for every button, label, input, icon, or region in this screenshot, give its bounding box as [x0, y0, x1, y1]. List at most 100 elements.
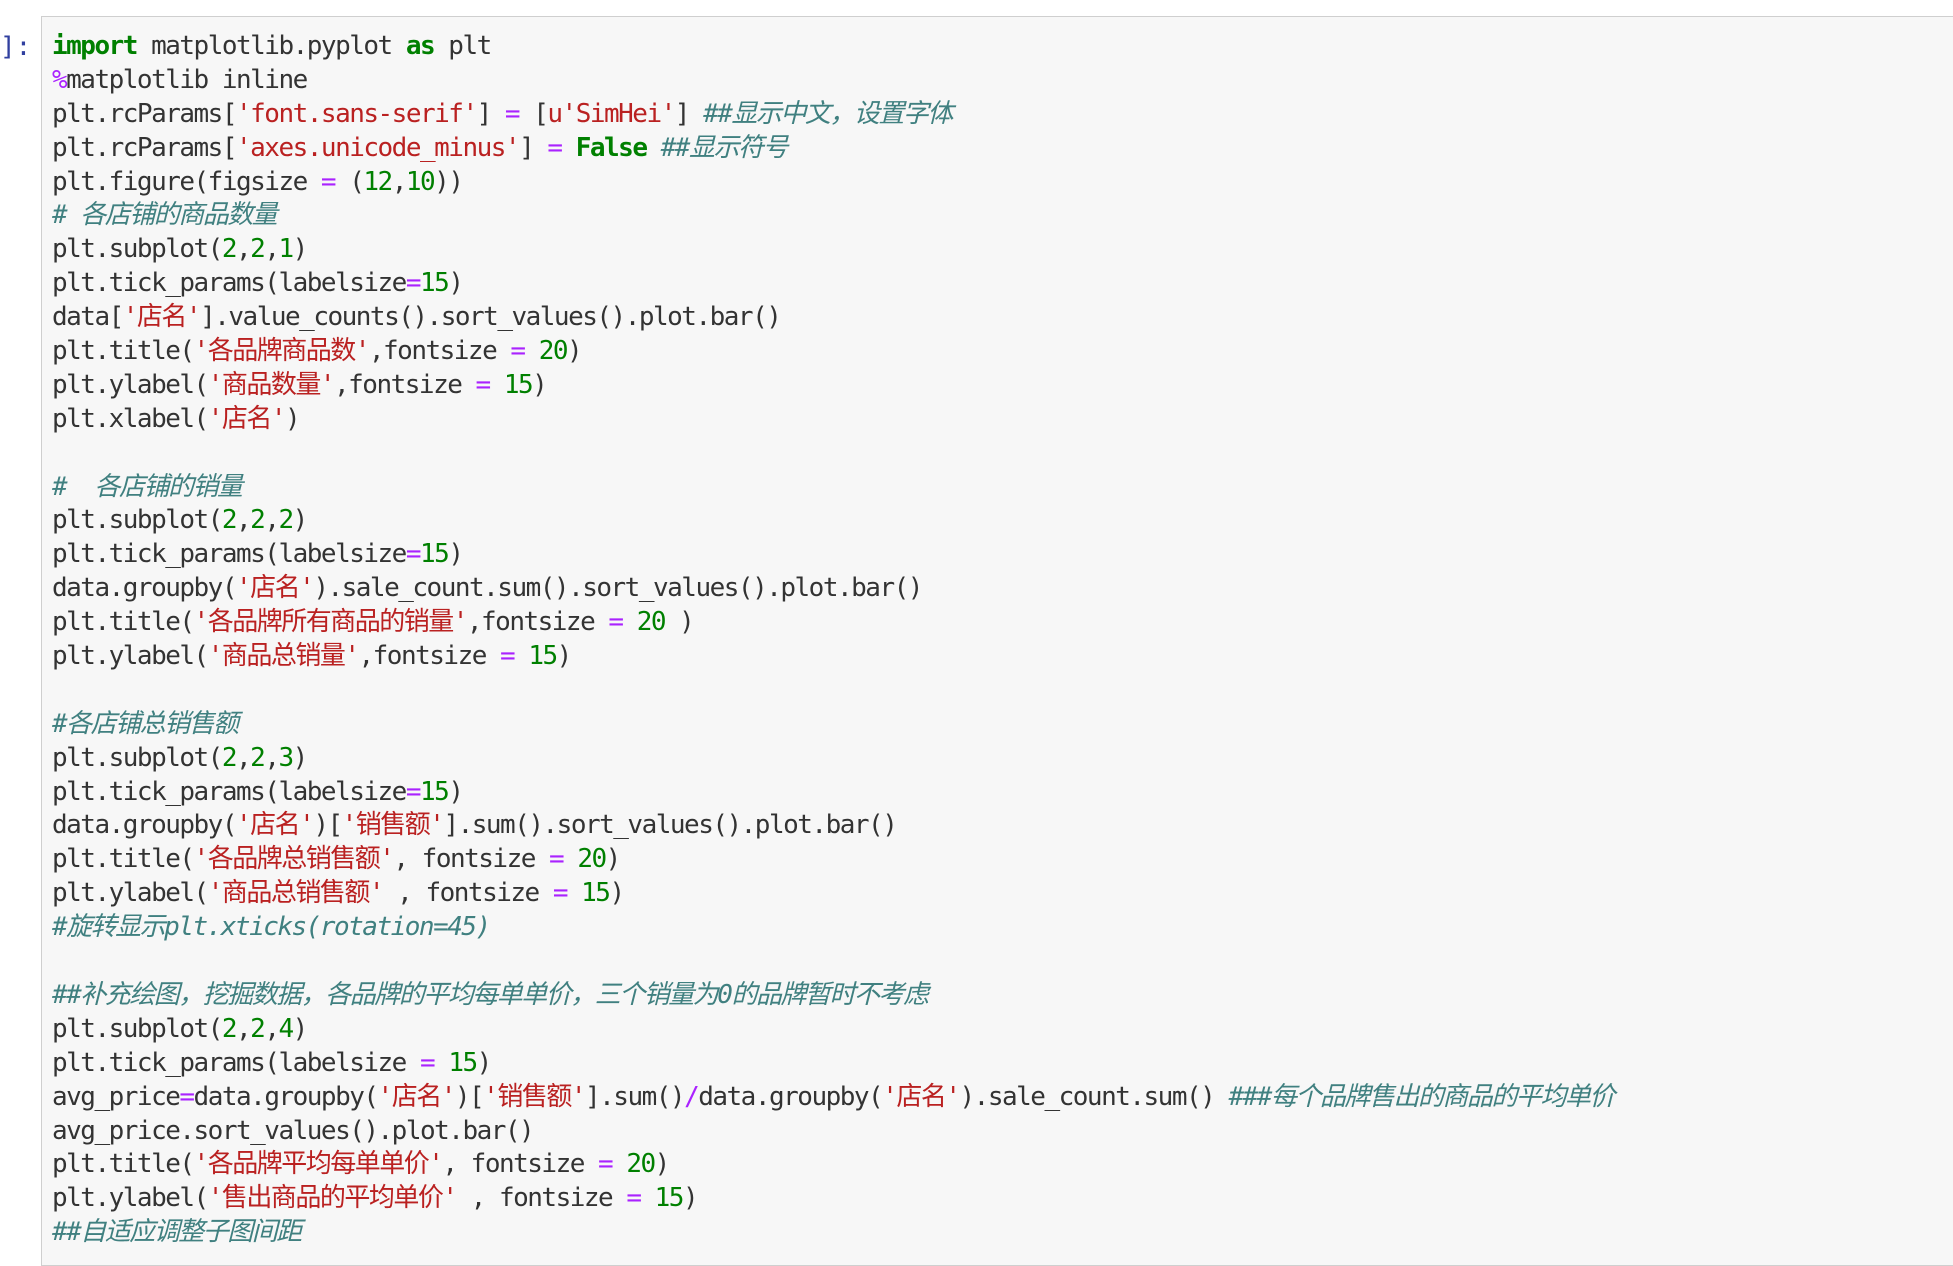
code-token: 12 — [363, 166, 393, 197]
code-token: '店名' — [882, 1081, 961, 1112]
code-token: '店名' — [236, 810, 315, 841]
code-line: %matplotlib inline — [52, 64, 1614, 98]
code-token: ).sale_count.sum().sort_values().plot.ba… — [313, 573, 923, 604]
code-token: , fontsize — [456, 1183, 627, 1214]
code-token: , — [264, 505, 280, 536]
code-token: plt.figure(figsize — [52, 166, 321, 197]
code-token: , — [236, 234, 252, 265]
code-token: = — [504, 98, 521, 129]
code-token — [646, 133, 660, 163]
code-token: 20 — [538, 336, 569, 367]
code-token: 15 — [528, 641, 558, 672]
code-token: data.groupby( — [52, 810, 238, 841]
code-token: 2 — [278, 505, 294, 536]
code-token: plt.subplot( — [52, 234, 223, 265]
code-cell[interactable] — [41, 16, 1953, 1266]
code-line: plt.ylabel('售出商品的平均单价' , fontsize = 15) — [52, 1182, 1614, 1216]
code-token: , — [236, 1013, 252, 1044]
code-token: 'axes.unicode_minus' — [236, 132, 521, 163]
code-token: [ — [519, 98, 549, 129]
code-token: = — [510, 336, 526, 367]
code-line: plt.tick_params(labelsize=15) — [52, 776, 1614, 810]
code-token: ) — [292, 234, 309, 265]
code-line: avg_price.sort_values().plot.bar() — [52, 1115, 1614, 1149]
code-token: , — [236, 742, 252, 773]
code-token: 2 — [250, 1013, 266, 1044]
code-token: plt.subplot( — [52, 505, 223, 536]
code-token: 2 — [221, 505, 238, 536]
code-token: ) — [556, 641, 573, 672]
code-line: #旋转显示plt.xticks(rotation=45) — [52, 911, 1614, 945]
code-token: )[ — [313, 810, 343, 841]
code-token: ].sum().sort_values().plot.bar() — [443, 810, 897, 841]
code-token: = — [405, 268, 422, 299]
code-token: '各品牌商品数' — [193, 336, 371, 367]
code-token: , fontsize — [442, 1149, 599, 1180]
code-token: plt — [434, 31, 492, 61]
code-token: avg_price — [52, 1081, 181, 1112]
code-token: 15 — [420, 539, 450, 570]
code-token: '店名' — [377, 1081, 457, 1112]
code-token — [514, 641, 528, 671]
code-line: data.groupby('店名').sale_count.sum().sort… — [52, 572, 1614, 606]
code-line: import matplotlib.pyplot as plt — [52, 30, 1614, 64]
code-token: , fontsize — [383, 878, 553, 909]
code-token: % — [52, 64, 68, 95]
code-token: plt.ylabel( — [52, 878, 209, 909]
code-token — [641, 1183, 655, 1213]
code-editor[interactable]: import matplotlib.pyplot as plt%matplotl… — [52, 30, 1615, 1250]
code-line: data['店名'].value_counts().sort_values().… — [52, 301, 1614, 335]
code-token: 4 — [278, 1013, 294, 1044]
code-token: 15 — [420, 268, 450, 299]
code-line: ##补充绘图，挖掘数据，各品牌的平均每单单价，三个销量为0的品牌暂时不考虑 — [52, 979, 1614, 1013]
code-token: 2 — [221, 1013, 238, 1044]
code-token: ) — [448, 776, 464, 807]
code-line: plt.subplot(2,2,4) — [52, 1013, 1614, 1047]
code-token: matplotlib inline — [66, 64, 308, 95]
code-token: ,fontsize — [368, 336, 511, 367]
code-line — [52, 437, 1614, 471]
code-token — [567, 878, 581, 908]
code-token: ) — [476, 1047, 493, 1078]
code-token: plt.ylabel( — [52, 641, 209, 672]
code-token: u'SimHei' — [547, 98, 676, 129]
code-token: 10 — [405, 166, 436, 197]
code-line: # 各店铺的商品数量 — [52, 199, 1614, 233]
code-token: ] — [476, 98, 505, 129]
code-token: ) — [448, 268, 464, 299]
code-token: 20 — [577, 844, 607, 875]
code-token: '各品牌平均每单单价' — [193, 1149, 444, 1180]
code-token: / — [684, 1081, 700, 1112]
code-token: = — [475, 369, 492, 400]
code-token: ,fontsize — [358, 641, 501, 672]
code-token: , — [264, 742, 280, 773]
code-token: as — [405, 31, 436, 61]
code-line: plt.title('各品牌总销售额', fontsize = 20) — [52, 843, 1614, 877]
code-token: ( — [335, 166, 365, 197]
code-token: '各品牌总销售额' — [193, 844, 395, 875]
code-token: ) — [567, 336, 583, 367]
code-token: ] — [519, 132, 548, 163]
code-token: , — [236, 505, 252, 536]
code-token: '店名' — [122, 302, 202, 333]
code-token: plt.title( — [52, 1149, 195, 1180]
code-token: ##补充绘图，挖掘数据，各品牌的平均每单单价，三个销量为0的品牌暂时不考虑 — [52, 979, 929, 1010]
code-token: plt.subplot( — [52, 742, 223, 773]
code-token: ##自适应调整子图间距 — [52, 1217, 302, 1248]
code-token: plt.rcParams[ — [52, 98, 238, 129]
code-token: ) — [448, 539, 464, 570]
code-token: matplotlib.pyplot — [136, 31, 406, 61]
code-line: plt.tick_params(labelsize = 15) — [52, 1047, 1614, 1081]
code-line: plt.subplot(2,2,3) — [52, 742, 1614, 776]
code-line: plt.title('各品牌商品数',fontsize = 20) — [52, 335, 1614, 369]
code-token: 2 — [250, 234, 266, 265]
code-token: = — [405, 776, 422, 807]
code-token — [563, 844, 577, 874]
code-token: , — [264, 1013, 280, 1044]
code-token — [612, 1149, 626, 1179]
code-token: #各店铺总销售额 — [52, 708, 239, 739]
code-token: ) — [285, 403, 301, 434]
code-token: )) — [434, 166, 464, 197]
code-token: plt.tick_params(labelsize — [52, 268, 407, 299]
code-token: = — [500, 641, 516, 672]
